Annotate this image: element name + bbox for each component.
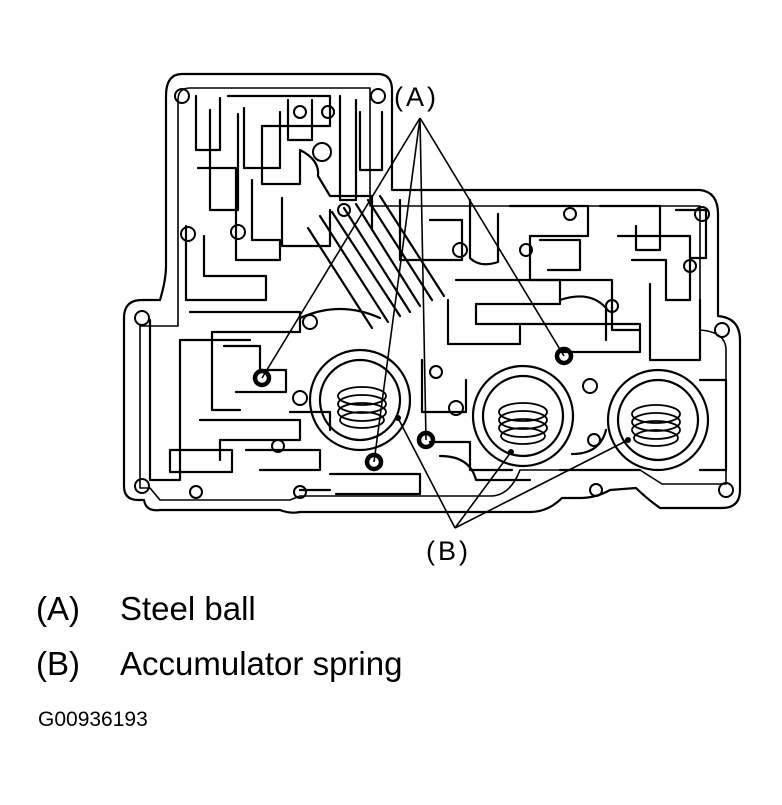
callout-label-b: (B) [426, 536, 471, 566]
legend-item-b: (B) Accumulator spring [36, 645, 402, 683]
valve-body-diagram: (A) (B) [122, 72, 742, 566]
figure-id: G00936193 [38, 708, 148, 731]
accumulator-spring-2 [498, 402, 548, 445]
valve-body-outline [122, 72, 742, 514]
legend-label: Accumulator spring [120, 645, 403, 682]
legend-label: Steel ball [120, 590, 256, 627]
accumulator-spring-1 [337, 386, 387, 429]
steel-ball-1 [252, 368, 272, 388]
steel-ball-2 [364, 452, 384, 472]
steel-ball-4 [554, 346, 574, 366]
callout-label-a: (A) [394, 82, 439, 112]
callout-b-leaders [397, 417, 629, 529]
accumulator-spring-3 [631, 404, 681, 447]
legend-key: (B) [36, 645, 80, 682]
legend-item-a: (A) Steel ball [36, 590, 256, 628]
legend-key: (A) [36, 590, 80, 627]
callout-a-leaders [261, 117, 565, 463]
